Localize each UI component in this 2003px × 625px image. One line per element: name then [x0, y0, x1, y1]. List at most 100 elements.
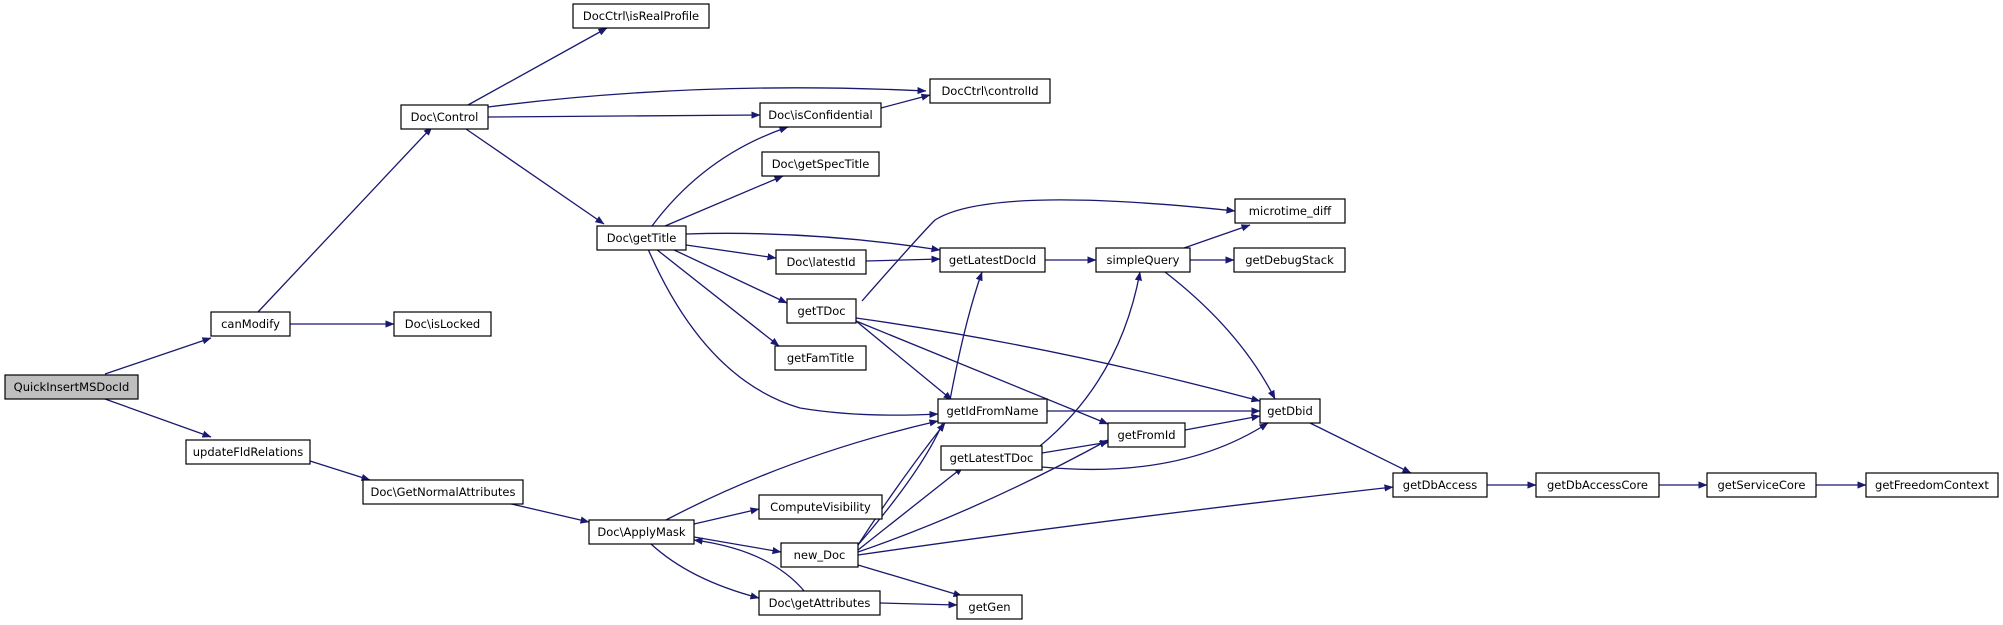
edge-docGetTitle-getTDoc: [671, 248, 788, 304]
node-label: Doc\latestId: [786, 255, 855, 269]
node-get-dbid[interactable]: getDbid: [1259, 398, 1321, 424]
node-label: getServiceCore: [1717, 478, 1805, 492]
edge-canModify-docControl: [257, 126, 433, 313]
node-label: QuickInsertMSDocId: [14, 380, 130, 394]
node-microtime-diff[interactable]: microtime_diff: [1234, 198, 1346, 224]
edge-getTDoc-getIdFromName: [855, 320, 953, 401]
node-get-debug-stack[interactable]: getDebugStack: [1233, 247, 1346, 273]
edge-simpleQuery-microtimeDiff: [1183, 224, 1251, 249]
edge-docGetTitle-getLatestDocId: [685, 232, 941, 253]
edge-getLatestTDoc-getDbid: [1041, 422, 1269, 471]
node-label: microtime_diff: [1249, 204, 1332, 218]
node-label: Doc\Control: [411, 110, 479, 124]
edge-getLatestTDoc-getFromId: [1041, 439, 1110, 454]
edge-newDoc-getGen: [857, 564, 963, 598]
nodes: QuickInsertMSDocId canModify updateFldRe…: [4, 3, 1999, 620]
edge-getDbid-getDbAccess: [1309, 422, 1412, 474]
node-get-from-id[interactable]: getFromId: [1107, 422, 1186, 448]
node-label: Doc\ApplyMask: [597, 525, 686, 539]
node-get-t-doc[interactable]: getTDoc: [786, 298, 857, 324]
edge-root-updateFldRelations: [104, 398, 212, 438]
edge-docGetTitle-docIsConfidential: [651, 126, 789, 227]
node-label: getDbAccess: [1403, 478, 1477, 492]
edge-docGetNormalAttributes-docApplyMask: [502, 501, 590, 524]
edge-updateFldRelations-docGetNormalAttributes: [309, 460, 371, 481]
node-get-id-from-name[interactable]: getIdFromName: [937, 398, 1048, 424]
edge-docApplyMask-docGetAttributes: [650, 543, 760, 600]
node-label: getFreedomContext: [1875, 478, 1989, 492]
edge-newDoc-getDbAccess: [857, 484, 1394, 556]
edge-docControl-docGetTitle: [465, 128, 605, 225]
node-docctrl-control-id[interactable]: DocCtrl\controlId: [929, 78, 1051, 104]
node-label: getDebugStack: [1245, 253, 1334, 267]
edge-getTDoc-getDbid: [855, 317, 1261, 403]
node-label: getGen: [968, 600, 1010, 614]
edge-docControl-docIsConfidential: [487, 111, 761, 119]
edge-getLatestTDoc-simpleQuery: [1039, 271, 1142, 447]
node-new-doc[interactable]: new_Doc: [780, 542, 859, 568]
node-label: new_Doc: [794, 548, 846, 562]
node-label: getDbAccessCore: [1547, 478, 1648, 492]
node-label: ComputeVisibility: [770, 500, 871, 514]
node-get-gen[interactable]: getGen: [956, 594, 1023, 620]
node-doc-latest-id[interactable]: Doc\latestId: [775, 249, 867, 275]
node-label: Doc\getSpecTitle: [772, 157, 870, 171]
node-label: getLatestDocId: [949, 253, 1036, 267]
edge-docApplyMask-getIdFromName: [665, 419, 939, 521]
node-doc-is-confidential[interactable]: Doc\isConfidential: [759, 102, 882, 128]
node-docctrl-is-real-profile[interactable]: DocCtrl\isRealProfile: [572, 3, 710, 29]
node-label: getTDoc: [797, 304, 845, 318]
edges: [104, 27, 1867, 609]
edge-getTDoc-microtimeDiff: [861, 199, 1236, 302]
edge-docControl-controlId: [487, 86, 927, 108]
edge-getTDoc-getFromId: [855, 320, 1109, 425]
node-label: Doc\GetNormalAttributes: [371, 485, 516, 499]
edge-docApplyMask-newDoc: [693, 536, 782, 555]
edge-docLatestId-getLatestDocId: [865, 255, 941, 263]
edge-docGetTitle-getIdFromName: [647, 248, 939, 419]
node-get-fam-title[interactable]: getFamTitle: [774, 345, 867, 371]
node-doc-control[interactable]: Doc\Control: [400, 104, 489, 130]
node-label: canModify: [221, 317, 280, 331]
node-quick-insert-ms-doc-id[interactable]: QuickInsertMSDocId: [4, 374, 139, 400]
node-label: Doc\isConfidential: [768, 108, 872, 122]
node-label: DocCtrl\controlId: [941, 84, 1038, 98]
node-label: DocCtrl\isRealProfile: [583, 9, 699, 23]
node-label: getIdFromName: [947, 404, 1039, 418]
node-label: getFamTitle: [787, 351, 854, 365]
node-get-service-core[interactable]: getServiceCore: [1706, 472, 1817, 498]
node-doc-get-attributes[interactable]: Doc\getAttributes: [758, 590, 881, 616]
node-label: Doc\getTitle: [607, 231, 677, 245]
node-get-freedom-context[interactable]: getFreedomContext: [1865, 472, 1999, 498]
node-label: Doc\getAttributes: [769, 596, 871, 610]
node-get-db-access[interactable]: getDbAccess: [1392, 472, 1488, 498]
edge-newDoc-getIdFromName: [857, 422, 946, 546]
node-get-latest-doc-id[interactable]: getLatestDocId: [939, 247, 1046, 273]
edge-simpleQuery-getDbid: [1164, 271, 1276, 400]
edge-getFromId-getDbid: [1184, 414, 1261, 431]
node-doc-apply-mask[interactable]: Doc\ApplyMask: [588, 519, 695, 545]
node-simple-query[interactable]: simpleQuery: [1095, 247, 1191, 273]
node-get-latest-t-doc[interactable]: getLatestTDoc: [940, 445, 1043, 471]
node-doc-is-locked[interactable]: Doc\isLocked: [393, 311, 492, 337]
node-label: Doc\isLocked: [405, 317, 480, 331]
edge-newDoc-getLatestTDoc: [857, 466, 964, 551]
edge-docGetAttributes-getGen: [879, 601, 958, 609]
edge-docApplyMask-computeVisibility: [693, 507, 760, 525]
node-label: updateFldRelations: [193, 445, 303, 459]
edge-docGetTitle-getFamTitle: [655, 248, 780, 347]
node-doc-get-normal-attributes[interactable]: Doc\GetNormalAttributes: [362, 479, 524, 505]
node-can-modify[interactable]: canModify: [210, 311, 291, 337]
node-get-db-access-core[interactable]: getDbAccessCore: [1535, 472, 1660, 498]
node-label: getDbid: [1267, 404, 1313, 418]
edge-root-canModify: [104, 337, 212, 375]
edge-docControl-isRealProfile: [467, 27, 608, 106]
node-label: getLatestTDoc: [950, 451, 1034, 465]
node-doc-get-spec-title[interactable]: Doc\getSpecTitle: [761, 151, 880, 177]
node-label: simpleQuery: [1107, 253, 1180, 267]
edge-docGetTitle-docGetSpecTitle: [664, 175, 784, 227]
node-compute-visibility[interactable]: ComputeVisibility: [758, 494, 883, 520]
node-update-fld-relations[interactable]: updateFldRelations: [185, 439, 311, 465]
node-doc-get-title[interactable]: Doc\getTitle: [596, 225, 687, 251]
